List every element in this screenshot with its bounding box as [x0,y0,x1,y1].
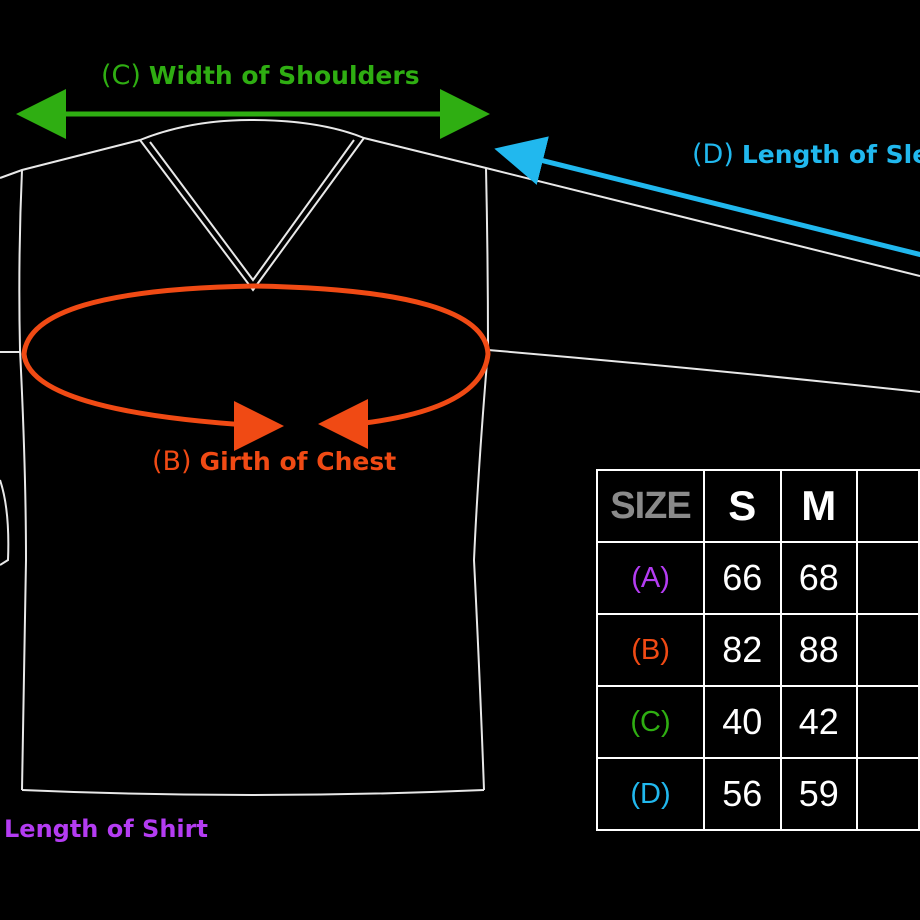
value-cell: 82 [703,613,782,687]
size-table-header-row: SIZE S M [595,469,920,543]
label-text: Width of Shoulders [148,61,420,90]
label-text: Girth of Chest [199,447,397,476]
value-cell: 66 [703,541,782,615]
table-row: (D) 56 59 [595,757,920,831]
value-cell [855,613,920,687]
size-table: SIZE S M (A) 66 68 (B) 82 88 (C) 40 42 (… [595,469,920,831]
label-width-of-shoulders: (C)Width of Shoulders [101,60,420,91]
table-row: (B) 82 88 [595,613,920,687]
sleeve-length-arrow [494,136,920,258]
value-cell [855,541,920,615]
row-label-a: (A) [595,541,706,615]
value-cell: 88 [779,613,858,687]
row-label-c: (C) [595,685,706,759]
size-l-header [855,469,920,543]
label-code: (B) [152,446,192,477]
label-code: (D) [692,139,734,170]
chest-girth-ellipse [21,283,491,429]
value-cell [855,757,920,831]
size-s-header: S [703,469,782,543]
label-length-of-shirt: Length of Shirt [4,815,208,843]
label-code: (C) [101,60,141,91]
row-label-b: (B) [595,613,706,687]
value-cell: 68 [779,541,858,615]
value-cell [855,685,920,759]
value-cell: 40 [703,685,782,759]
label-girth-of-chest: (B)Girth of Chest [152,446,396,477]
label-text: Length of Sle [741,140,920,169]
table-row: (A) 66 68 [595,541,920,615]
label-length-of-sleeve: (D)Length of Sle [692,139,920,170]
row-label-d: (D) [595,757,706,831]
label-text: Length of Shirt [4,815,208,843]
size-m-header: M [779,469,858,543]
size-header-cell: SIZE [595,469,706,543]
value-cell: 42 [779,685,858,759]
table-row: (C) 40 42 [595,685,920,759]
value-cell: 59 [779,757,858,831]
value-cell: 56 [703,757,782,831]
